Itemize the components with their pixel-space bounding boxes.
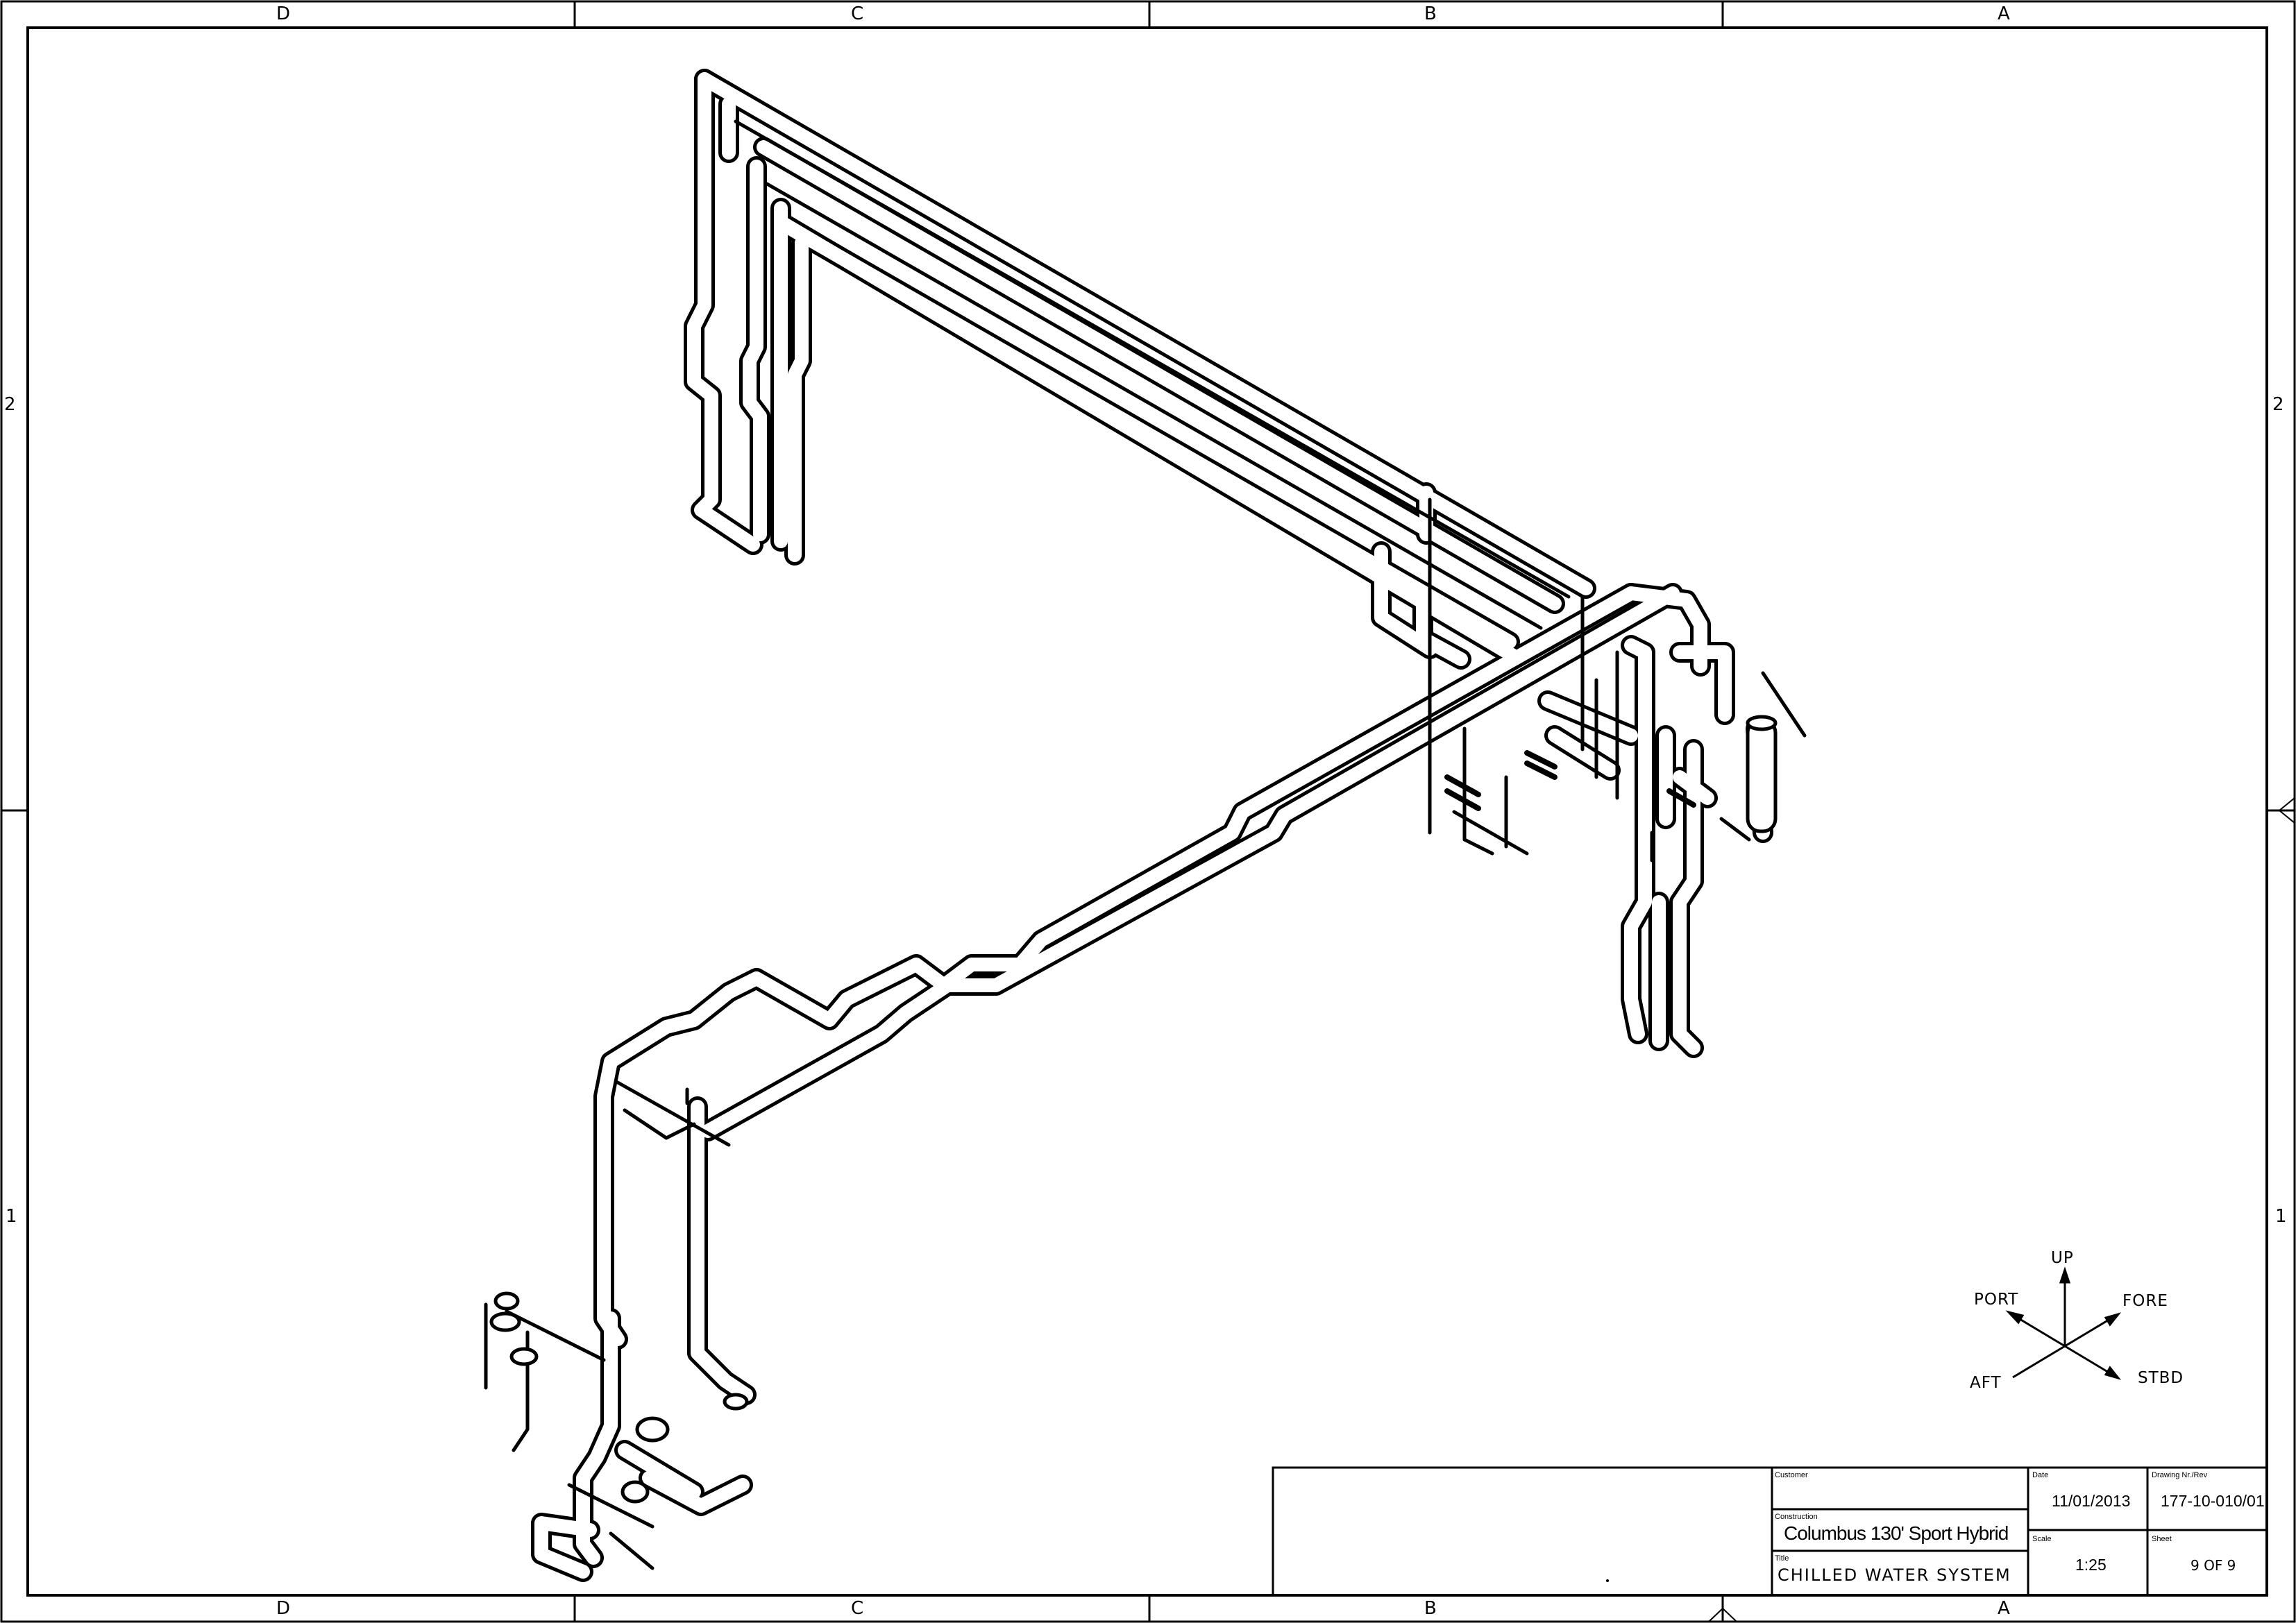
center-mark-bottom — [1708, 1607, 1737, 1622]
row-label-right-2: 2 — [2272, 394, 2284, 415]
pipe-casing — [531, 69, 1773, 1582]
drawing-title: CHILLED WATER SYSTEM — [1778, 1565, 2011, 1585]
row-label-right-1: 1 — [2275, 1206, 2287, 1227]
column-label-bottom-d: D — [276, 1598, 291, 1619]
column-label-top-c: C — [851, 3, 864, 24]
drawing-number-value: 177-10-010/01 — [2161, 1492, 2265, 1510]
thin-tubing — [484, 119, 1807, 1570]
column-label-top-a: A — [1998, 3, 2010, 24]
column-label-bottom-a: A — [1998, 1598, 2010, 1619]
column-label-top-d: D — [276, 3, 291, 24]
compass-up-label: UP — [2051, 1249, 2074, 1267]
construction-caption: Construction — [1775, 1513, 1818, 1521]
sheet-value: 9 OF 9 — [2191, 1557, 2236, 1574]
valve-wheels — [489, 1291, 749, 1504]
scale-value: 1:25 — [2075, 1556, 2107, 1574]
sheet-caption: Sheet — [2152, 1535, 2172, 1543]
title-caption: Title — [1775, 1554, 1789, 1563]
title-block-lines — [1272, 1466, 2268, 1597]
date-value: 11/01/2013 — [2052, 1492, 2131, 1510]
center-mark-right — [2278, 797, 2295, 824]
tank — [1746, 715, 1778, 833]
compass-stbd-label: STBD — [2138, 1369, 2184, 1387]
compass-aft-label: AFT — [1970, 1374, 2002, 1392]
valve-symbols — [1444, 750, 1696, 811]
drawing-number-caption: Drawing Nr./Rev — [2152, 1471, 2208, 1479]
orientation-compass — [2005, 1266, 2122, 1380]
date-caption: Date — [2032, 1471, 2049, 1479]
title-block-dot — [1606, 1579, 1609, 1582]
compass-port-label: PORT — [1974, 1291, 2019, 1309]
construction-value: Columbus 130' Sport Hybrid — [1784, 1522, 2009, 1544]
scale-caption: Scale — [2032, 1535, 2052, 1543]
pipework — [484, 69, 1807, 1582]
row-label-left-1: 1 — [6, 1206, 17, 1227]
compass-fore-label: FORE — [2122, 1292, 2168, 1310]
column-label-top-b: B — [1424, 3, 1437, 24]
column-label-bottom-b: B — [1424, 1598, 1437, 1619]
column-label-bottom-c: C — [851, 1598, 864, 1619]
row-label-left-2: 2 — [4, 394, 16, 415]
customer-caption: Customer — [1775, 1471, 1808, 1479]
pipe-bore — [534, 72, 1770, 1579]
inner-border — [26, 26, 2268, 1597]
